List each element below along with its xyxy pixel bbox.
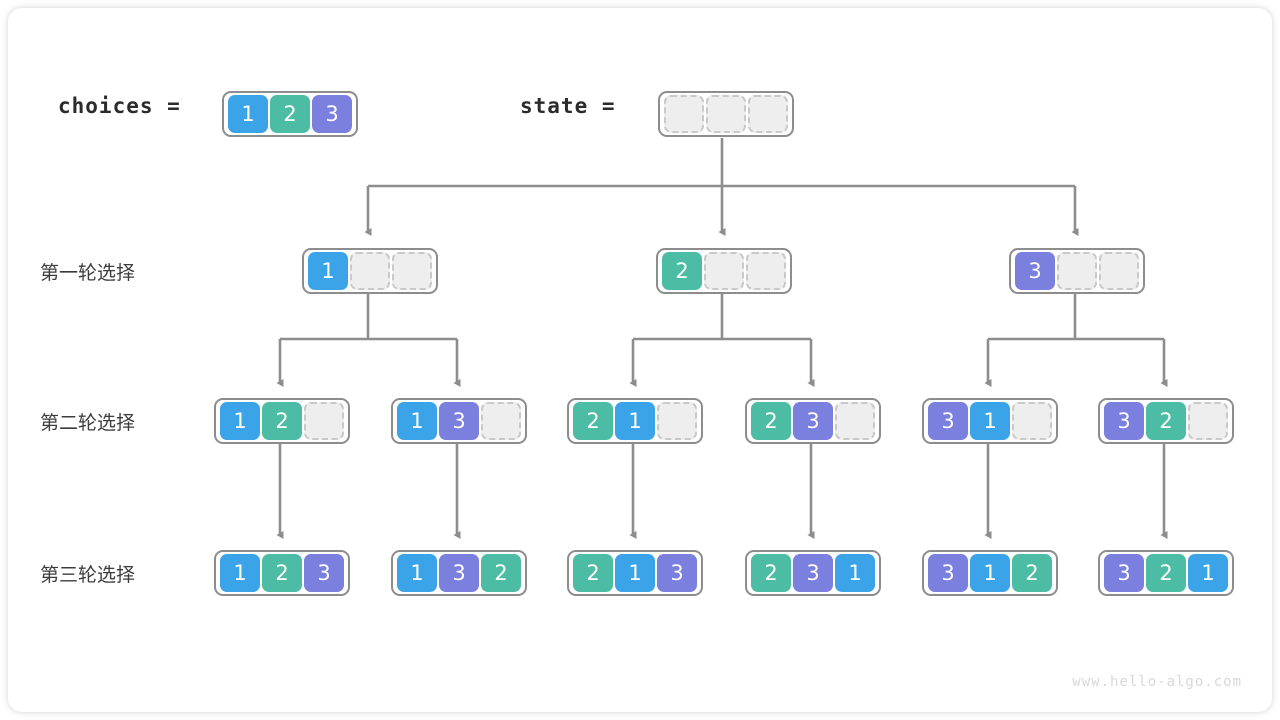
node-cell: 2: [662, 252, 702, 290]
node-cell: 1: [615, 554, 655, 592]
node-cell: [350, 252, 390, 290]
node-cell: 2: [1146, 554, 1186, 592]
diagram-card: choices = 1 2 3 state = 第一轮选择 第二轮选择 第三轮选…: [8, 8, 1272, 712]
node-cell: 1: [397, 554, 437, 592]
node-cell: [704, 252, 744, 290]
node-cell: 2: [1012, 554, 1052, 592]
choices-cell: 1: [228, 95, 268, 133]
node-cell: [1188, 402, 1228, 440]
tree-connectors: [276, 138, 1168, 539]
row-label-round-2: 第二轮选择: [40, 412, 136, 434]
round-3-node: 1 3 2: [391, 550, 527, 596]
state-array: [658, 91, 794, 137]
choices-cell: 3: [312, 95, 352, 133]
node-cell: [1057, 252, 1097, 290]
node-cell: 1: [970, 554, 1010, 592]
state-cell: [664, 95, 704, 133]
node-cell: 3: [439, 554, 479, 592]
node-cell: 2: [1146, 402, 1186, 440]
node-cell: [1099, 252, 1139, 290]
round-2-node: 3 2: [1098, 398, 1234, 444]
round-3-node: 3 2 1: [1098, 550, 1234, 596]
node-cell: 2: [573, 554, 613, 592]
node-cell: 1: [970, 402, 1010, 440]
node-cell: [304, 402, 344, 440]
node-cell: [1012, 402, 1052, 440]
state-cell: [748, 95, 788, 133]
node-cell: [481, 402, 521, 440]
choices-cell: 2: [270, 95, 310, 133]
state-label: state =: [520, 94, 616, 118]
round-3-node: 2 3 1: [745, 550, 881, 596]
choices-label: choices =: [58, 94, 181, 118]
round-1-node: 2: [656, 248, 792, 294]
round-2-node: 2 1: [567, 398, 703, 444]
diagram-stage: choices = 1 2 3 state = 第一轮选择 第二轮选择 第三轮选…: [8, 8, 1272, 712]
node-cell: 1: [308, 252, 348, 290]
watermark: www.hello-algo.com: [1072, 674, 1242, 690]
node-cell: 3: [793, 554, 833, 592]
row-label-round-1: 第一轮选择: [40, 262, 136, 284]
node-cell: 1: [1188, 554, 1228, 592]
node-cell: [392, 252, 432, 290]
node-cell: 3: [793, 402, 833, 440]
round-2-node: 2 3: [745, 398, 881, 444]
node-cell: 3: [928, 402, 968, 440]
node-cell: 3: [657, 554, 697, 592]
node-cell: [746, 252, 786, 290]
node-cell: 3: [304, 554, 344, 592]
round-1-node: 1: [302, 248, 438, 294]
node-cell: 3: [928, 554, 968, 592]
round-1-node: 3: [1009, 248, 1145, 294]
node-cell: 2: [573, 402, 613, 440]
round-3-node: 3 1 2: [922, 550, 1058, 596]
node-cell: 2: [262, 402, 302, 440]
round-2-node: 1 2: [214, 398, 350, 444]
choices-array: 1 2 3: [222, 91, 358, 137]
node-cell: 1: [220, 554, 260, 592]
node-cell: 3: [1104, 554, 1144, 592]
node-cell: 3: [1104, 402, 1144, 440]
node-cell: 2: [262, 554, 302, 592]
node-cell: [657, 402, 697, 440]
node-cell: 3: [1015, 252, 1055, 290]
round-2-node: 1 3: [391, 398, 527, 444]
node-cell: 1: [835, 554, 875, 592]
round-3-node: 2 1 3: [567, 550, 703, 596]
node-cell: 1: [615, 402, 655, 440]
row-label-round-3: 第三轮选择: [40, 564, 136, 586]
node-cell: [835, 402, 875, 440]
node-cell: 2: [481, 554, 521, 592]
round-2-node: 3 1: [922, 398, 1058, 444]
state-cell: [706, 95, 746, 133]
round-3-node: 1 2 3: [214, 550, 350, 596]
node-cell: 1: [220, 402, 260, 440]
node-cell: 2: [751, 402, 791, 440]
node-cell: 3: [439, 402, 479, 440]
node-cell: 1: [397, 402, 437, 440]
node-cell: 2: [751, 554, 791, 592]
